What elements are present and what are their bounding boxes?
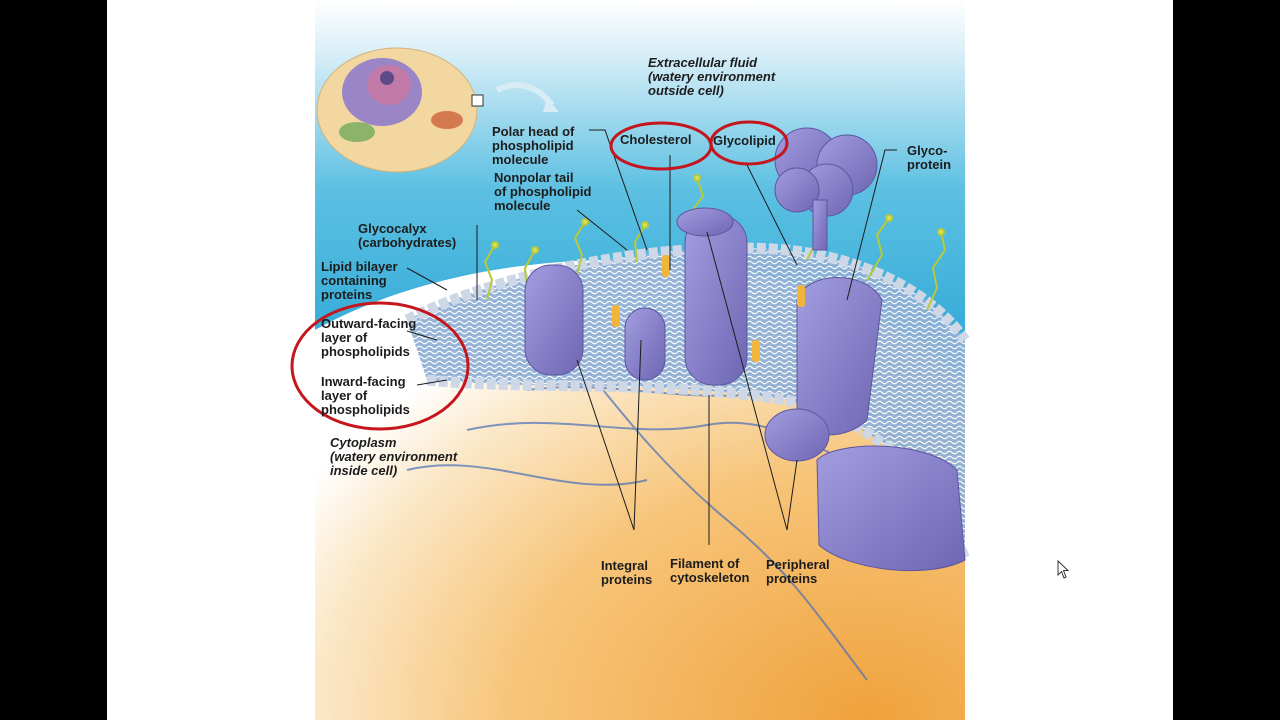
highlight-circle-glycolipid	[709, 120, 789, 166]
label-extracellular-fluid: Extracellular fluid (watery environment …	[648, 55, 776, 98]
highlight-circles	[290, 120, 789, 431]
label-glycocalyx: Glycocalyx (carbohydrates)	[358, 221, 457, 250]
label-glycolipid: Glycolipid	[713, 133, 776, 148]
highlight-circle-phospholipid-layers	[290, 301, 470, 431]
cell-membrane-figure	[290, 0, 971, 720]
glycoprotein-globule	[774, 127, 878, 251]
mouse-cursor-icon	[1057, 560, 1070, 579]
label-nonpolar-tail: Nonpolar tail of phospholipid molecule	[494, 170, 592, 213]
label-lipid-bilayer: Lipid bilayer containing proteins	[321, 259, 398, 302]
label-cholesterol: Cholesterol	[620, 132, 692, 147]
peripheral-proteins	[676, 207, 830, 462]
label-polar-head: Polar head of phospholipid molecule	[492, 124, 575, 167]
label-integral-proteins: Integral proteins	[601, 558, 653, 587]
label-cytoplasm: Cytoplasm (watery environment inside cel…	[330, 435, 458, 478]
label-outward-facing-layer: Outward-facing layer of phospholipids	[321, 316, 417, 359]
label-filament-cytoskeleton: Filament of cytoskeleton	[670, 556, 750, 585]
whole-cell-inset	[316, 47, 559, 173]
label-peripheral-proteins: Peripheral proteins	[766, 557, 830, 586]
slide-canvas: Extracellular fluid (watery environment …	[107, 0, 1173, 720]
integral-proteins	[524, 214, 966, 572]
leader-lines	[406, 129, 897, 545]
label-inward-facing-layer: Inward-facing layer of phospholipids	[321, 374, 410, 417]
cholesterol-molecules	[612, 255, 805, 362]
label-glycoprotein: Glyco- protein	[907, 143, 952, 172]
